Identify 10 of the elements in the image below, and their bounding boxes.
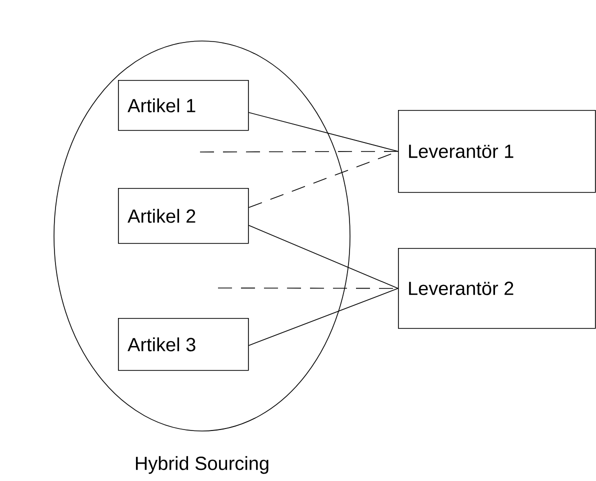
node-label: Hybrid Sourcing <box>136 456 268 474</box>
supplier-box: Leverantör 2 <box>398 248 596 329</box>
connector-line <box>248 288 398 346</box>
connector-line <box>248 112 398 152</box>
dashed-line <box>200 151 398 152</box>
connector-line <box>248 224 398 289</box>
supplier-box: Leverantör 1 <box>398 110 596 193</box>
item-box: Artikel 1 <box>118 80 249 131</box>
item-box: Artikel 3 <box>118 318 249 371</box>
item-box: Artikel 2 <box>118 188 249 244</box>
